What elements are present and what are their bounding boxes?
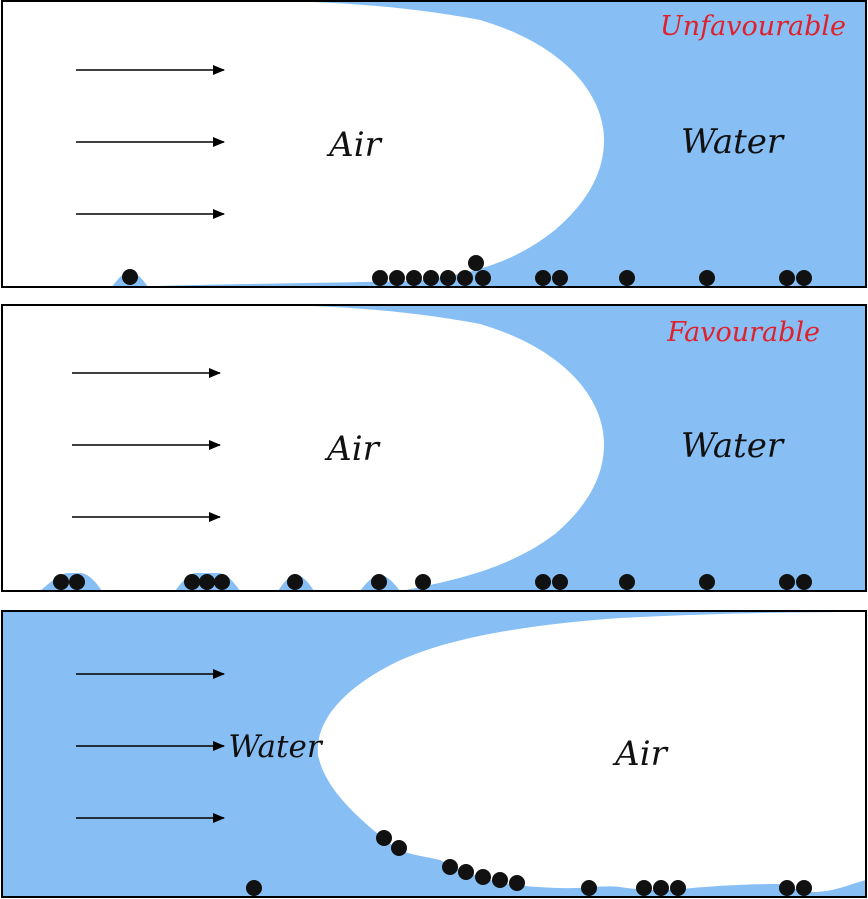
particle: [371, 574, 387, 590]
particle: [389, 270, 405, 286]
panel-2-frame: [1, 304, 867, 592]
panel-2-water-region: [260, 305, 866, 591]
panel-3-particles: [246, 830, 812, 896]
particle: [796, 574, 812, 590]
particle: [184, 574, 200, 590]
particle: [199, 574, 215, 590]
particle: [699, 270, 715, 286]
particle: [458, 864, 474, 880]
condition-label-unfavourable: Unfavourable: [660, 11, 846, 42]
particle: [457, 270, 473, 286]
particle: [619, 574, 635, 590]
panel-1-air-label: Air: [326, 125, 382, 165]
particle: [779, 270, 795, 286]
particle: [552, 270, 568, 286]
particle: [440, 270, 456, 286]
panel-1-water-region: [140, 1, 866, 287]
particle: [670, 880, 686, 896]
particle: [699, 574, 715, 590]
particle: [509, 875, 525, 891]
particle: [475, 270, 491, 286]
particle: [246, 880, 262, 896]
condition-label-favourable: Favourable: [666, 317, 820, 348]
panel-3-air-label: Air: [612, 734, 668, 774]
particle: [779, 880, 795, 896]
particle: [475, 869, 491, 885]
particle: [653, 880, 669, 896]
panel-2-particles: [53, 574, 812, 590]
panel-3-air-bubble: [317, 612, 867, 892]
particle: [53, 574, 69, 590]
panel-2-air-label: Air: [324, 429, 380, 469]
particle: [535, 574, 551, 590]
particle: [214, 574, 230, 590]
panel-favourable: Air Water Favourable: [1, 304, 867, 592]
panel-1-water-label: Water: [681, 122, 785, 162]
panel-unfavourable: Air Water Unfavourable: [1, 0, 867, 288]
particle: [779, 574, 795, 590]
panel-1-particles: [122, 255, 812, 286]
particle: [468, 255, 484, 271]
particle: [535, 270, 551, 286]
particle: [406, 270, 422, 286]
particle: [391, 840, 407, 856]
particle: [581, 880, 597, 896]
panel-water-advancing: Water Air: [1, 610, 867, 898]
particle: [796, 880, 812, 896]
particle: [492, 872, 508, 888]
particle: [552, 574, 568, 590]
panel-2-water-label: Water: [681, 426, 785, 466]
panel-3-water-label: Water: [228, 729, 323, 765]
particle: [376, 830, 392, 846]
particle: [122, 269, 138, 285]
panel-3-frame: [1, 610, 867, 898]
particle: [442, 859, 458, 875]
particle: [287, 574, 303, 590]
particle: [423, 270, 439, 286]
particle: [415, 574, 431, 590]
particle: [796, 270, 812, 286]
particle: [69, 574, 85, 590]
particle: [619, 270, 635, 286]
particle: [372, 270, 388, 286]
panel-1-frame: [1, 0, 867, 288]
particle: [636, 880, 652, 896]
